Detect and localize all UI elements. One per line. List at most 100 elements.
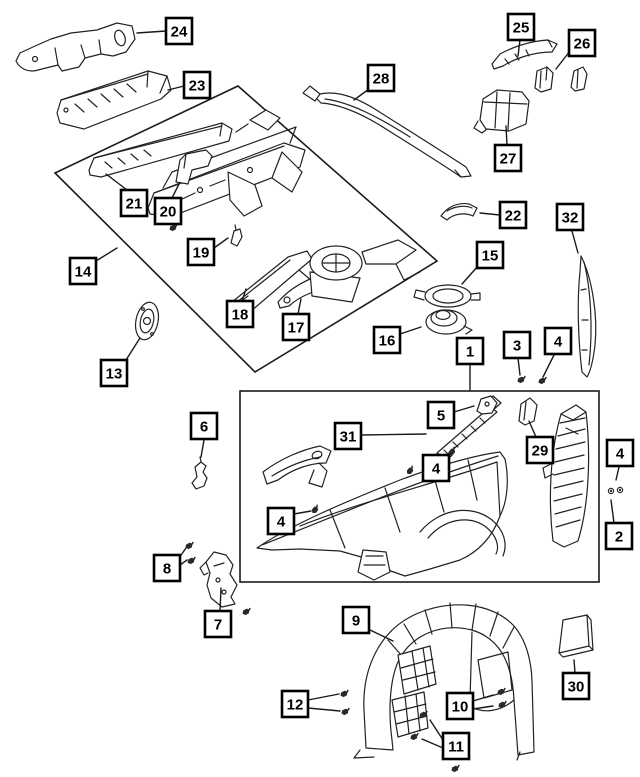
callout-box[interactable] (153, 196, 183, 226)
callout-number: 32 (562, 210, 579, 227)
callout-3-18[interactable]: 3 (502, 330, 532, 360)
callout-17-11[interactable]: 17 (281, 312, 311, 342)
callout-4-25[interactable]: 4 (266, 506, 296, 536)
callout-4-24[interactable]: 4 (421, 453, 451, 483)
callout-26-3[interactable]: 26 (567, 28, 597, 58)
callout-box[interactable] (441, 731, 471, 761)
callout-number: 1 (466, 344, 474, 361)
callout-box[interactable] (68, 256, 98, 286)
leader-line-32 (571, 230, 579, 254)
callout-19-8[interactable]: 19 (186, 237, 216, 267)
callout-box[interactable] (493, 143, 523, 173)
part-sketch-5 (476, 395, 498, 415)
callout-27-5[interactable]: 27 (493, 143, 523, 173)
part-sketch-6 (191, 456, 208, 490)
callout-box[interactable] (421, 453, 451, 483)
callout-12-31[interactable]: 12 (280, 689, 310, 719)
callout-21-6[interactable]: 21 (119, 188, 149, 218)
leader-line-24 (136, 30, 167, 34)
callout-box[interactable] (280, 689, 310, 719)
callout-9-30[interactable]: 9 (341, 605, 371, 635)
callout-box[interactable] (605, 438, 635, 468)
callout-box[interactable] (525, 435, 555, 465)
callout-2-27[interactable]: 2 (604, 521, 634, 551)
screw-fastener-icon (187, 556, 196, 565)
callout-box[interactable] (225, 299, 255, 329)
callout-box[interactable] (372, 325, 402, 355)
callout-31-22[interactable]: 31 (333, 421, 363, 451)
callout-14-9[interactable]: 14 (68, 256, 98, 286)
callout-box[interactable] (99, 358, 129, 388)
callout-box[interactable] (119, 188, 149, 218)
leader-line-18 (241, 288, 247, 302)
callout-box[interactable] (567, 28, 597, 58)
callout-24-0[interactable]: 24 (164, 16, 194, 46)
callout-box[interactable] (281, 312, 311, 342)
callout-box[interactable] (543, 326, 573, 356)
callout-number: 26 (574, 36, 591, 53)
callout-4-26[interactable]: 4 (605, 438, 635, 468)
callout-number: 7 (214, 617, 222, 634)
part-sketch-28 (302, 85, 472, 178)
callout-16-15[interactable]: 16 (372, 325, 402, 355)
callout-box[interactable] (604, 521, 634, 551)
callout-18-10[interactable]: 18 (225, 299, 255, 329)
callout-1-17[interactable]: 1 (455, 336, 485, 366)
callout-10-32[interactable]: 10 (445, 691, 475, 721)
callout-7-29[interactable]: 7 (203, 609, 233, 639)
callout-20-7[interactable]: 20 (153, 196, 183, 226)
callout-box[interactable] (266, 506, 296, 536)
callout-28-4[interactable]: 28 (366, 63, 396, 93)
callout-number: 4 (616, 446, 625, 463)
callout-number: 3 (513, 338, 521, 355)
leader-line-31 (360, 433, 427, 436)
leader-line-11 (429, 719, 444, 741)
callout-box[interactable] (366, 63, 396, 93)
screw-fastener-icon (517, 375, 526, 384)
nut-fastener-icon (607, 487, 615, 495)
leader-line-23 (167, 85, 185, 91)
leader-line-2 (610, 499, 615, 524)
callout-25-2[interactable]: 25 (506, 12, 536, 42)
callout-5-21[interactable]: 5 (426, 400, 456, 430)
leader-line-26 (555, 50, 571, 70)
callout-number: 30 (568, 679, 585, 696)
callout-box[interactable] (203, 609, 233, 639)
callout-box[interactable] (498, 200, 528, 230)
part-sketch-32 (577, 255, 597, 378)
callout-22-12[interactable]: 22 (498, 200, 528, 230)
callout-number: 17 (288, 320, 305, 337)
part-sketch-23 (56, 70, 172, 130)
screw-fastener-icon (406, 465, 414, 475)
callout-box[interactable] (475, 240, 505, 270)
leader-line-19 (213, 237, 229, 249)
callout-box[interactable] (502, 330, 532, 360)
callout-box[interactable] (341, 605, 371, 635)
callout-8-28[interactable]: 8 (152, 553, 182, 583)
callout-box[interactable] (445, 691, 475, 721)
callout-box[interactable] (426, 400, 456, 430)
callout-box[interactable] (164, 16, 194, 46)
callout-box[interactable] (555, 202, 585, 232)
callout-4-19[interactable]: 4 (543, 326, 573, 356)
part-sketch-7 (199, 551, 238, 608)
screw-fastener-icon (419, 710, 428, 719)
callout-number: 20 (160, 204, 177, 221)
callout-box[interactable] (506, 12, 536, 42)
callout-box[interactable] (561, 671, 591, 701)
callout-29-23[interactable]: 29 (525, 435, 555, 465)
callout-13-16[interactable]: 13 (99, 358, 129, 388)
callout-15-14[interactable]: 15 (475, 240, 505, 270)
callout-23-1[interactable]: 23 (182, 70, 212, 100)
callout-11-33[interactable]: 11 (441, 731, 471, 761)
callout-box[interactable] (186, 237, 216, 267)
callout-30-34[interactable]: 30 (561, 671, 591, 701)
callout-32-13[interactable]: 32 (555, 202, 585, 232)
callout-box[interactable] (152, 553, 182, 583)
callout-6-20[interactable]: 6 (189, 411, 219, 441)
callout-box[interactable] (189, 411, 219, 441)
callout-box[interactable] (455, 336, 485, 366)
part-sketch-16 (425, 309, 473, 335)
callout-box[interactable] (182, 70, 212, 100)
callout-box[interactable] (333, 421, 363, 451)
